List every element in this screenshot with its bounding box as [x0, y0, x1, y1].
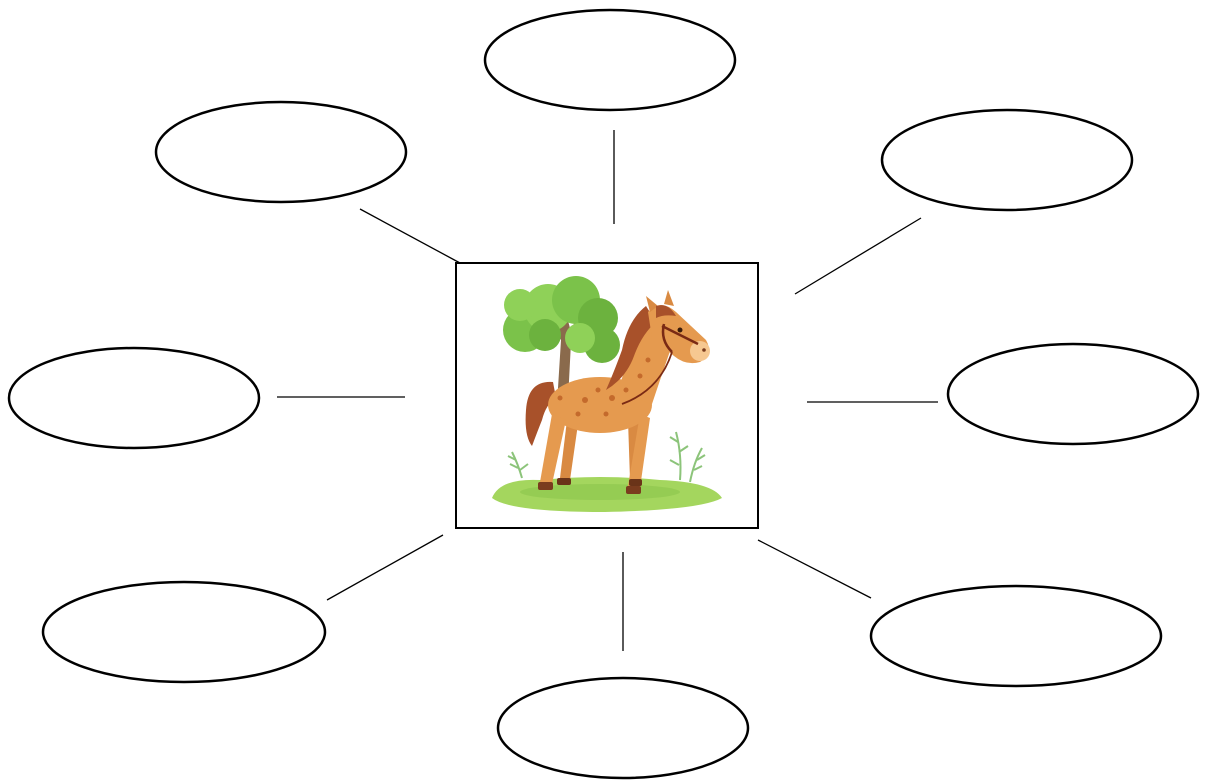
- bubble-top-right[interactable]: [882, 110, 1132, 210]
- connector-top-left: [360, 209, 460, 263]
- bubble-top[interactable]: [485, 10, 735, 110]
- bubble-bottom-right[interactable]: [871, 586, 1161, 686]
- connector-top-right: [795, 218, 921, 294]
- bubble-left[interactable]: [9, 348, 259, 448]
- bubble-right[interactable]: [948, 344, 1198, 444]
- connector-bottom-left: [327, 535, 443, 600]
- bubble-top-left[interactable]: [156, 102, 406, 202]
- connector-bottom-right: [758, 540, 871, 598]
- bubble-bottom[interactable]: [498, 678, 748, 778]
- bubble-bottom-left[interactable]: [43, 582, 325, 682]
